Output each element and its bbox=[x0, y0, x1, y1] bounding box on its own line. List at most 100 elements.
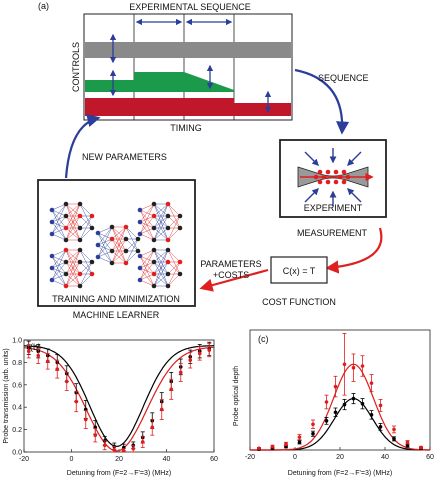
data-point bbox=[351, 365, 356, 370]
y-tick-label: 0.2 bbox=[12, 427, 22, 434]
network-node bbox=[135, 248, 141, 254]
network-node bbox=[123, 236, 129, 242]
network-node bbox=[165, 213, 171, 219]
data-point bbox=[360, 364, 365, 368]
x-tick-label: 20 bbox=[336, 454, 344, 461]
cost-function-text: C(x) = T bbox=[283, 266, 316, 276]
network-node bbox=[89, 213, 95, 219]
network-node bbox=[63, 247, 69, 253]
x-tick-label: -20 bbox=[245, 454, 255, 461]
network-node bbox=[63, 237, 69, 243]
data-point bbox=[419, 445, 423, 450]
measurement-arrow bbox=[325, 227, 383, 274]
data-point bbox=[45, 359, 50, 364]
network-node bbox=[151, 237, 157, 243]
network-node bbox=[63, 259, 69, 265]
chart-b-ylabel: Probe transmission (arb. units) bbox=[3, 348, 10, 443]
red-control-band bbox=[85, 98, 291, 116]
network-node bbox=[63, 283, 69, 289]
network-node bbox=[165, 201, 171, 207]
data-point bbox=[55, 367, 60, 371]
data-point bbox=[369, 381, 374, 385]
network-node bbox=[63, 225, 69, 231]
data-point bbox=[26, 349, 31, 354]
network-node bbox=[177, 213, 183, 219]
network-node bbox=[165, 247, 171, 253]
data-point bbox=[102, 443, 107, 448]
data-point bbox=[342, 402, 347, 407]
data-point bbox=[405, 443, 410, 448]
network-node bbox=[109, 248, 115, 254]
data-point bbox=[93, 433, 98, 438]
experimental-sequence-diagram bbox=[83, 13, 293, 121]
sequence-arrow bbox=[294, 68, 350, 135]
network-node bbox=[177, 271, 183, 277]
data-point bbox=[197, 351, 202, 356]
data-point bbox=[297, 435, 302, 439]
x-tick-label: 0 bbox=[293, 454, 297, 461]
network-node bbox=[77, 225, 83, 231]
data-point bbox=[140, 440, 145, 444]
x-tick-label: 40 bbox=[381, 454, 389, 461]
parameters-label: PARAMETERS bbox=[200, 259, 261, 269]
network-node bbox=[89, 271, 95, 277]
chart-b-xlabel: Detuning from (F=2→F'=3) (MHz) bbox=[67, 470, 171, 477]
new-parameters-label: NEW PARAMETERS bbox=[82, 152, 167, 162]
data-point bbox=[324, 419, 329, 423]
network-node bbox=[137, 253, 143, 259]
network-node bbox=[151, 225, 157, 231]
neural-network-icons bbox=[49, 201, 183, 289]
data-point bbox=[342, 362, 347, 367]
training-label: TRAINING AND MINIMIZATION bbox=[52, 294, 180, 304]
measurement-label: MEASUREMENT bbox=[297, 228, 368, 238]
y-tick-label: 0.0 bbox=[12, 450, 22, 457]
network-node bbox=[77, 271, 83, 277]
costs-label: +COSTS bbox=[213, 270, 249, 280]
data-point bbox=[270, 444, 275, 449]
machine-learner-box bbox=[37, 179, 196, 307]
network-node bbox=[177, 225, 183, 231]
network-node bbox=[49, 253, 55, 259]
network-node bbox=[137, 231, 143, 237]
data-point bbox=[351, 396, 356, 401]
data-point bbox=[311, 431, 315, 436]
y-tick-label: 1.0 bbox=[12, 338, 22, 345]
sequence-label: SEQUENCE bbox=[318, 73, 369, 83]
network-node bbox=[95, 254, 101, 260]
data-point bbox=[311, 422, 315, 427]
data-point bbox=[324, 400, 329, 404]
fit-curve bbox=[23, 346, 214, 452]
network-node bbox=[137, 277, 143, 283]
network-node bbox=[123, 260, 129, 266]
network-node bbox=[63, 213, 69, 219]
data-point bbox=[188, 358, 193, 362]
data-point bbox=[159, 407, 164, 412]
y-tick-label: 0.6 bbox=[12, 382, 22, 389]
data-point bbox=[64, 379, 69, 384]
network-node bbox=[89, 225, 95, 231]
fit-curve bbox=[250, 397, 430, 451]
new-parameters-arrow bbox=[64, 114, 101, 179]
network-node bbox=[151, 283, 157, 289]
fit-curve bbox=[23, 345, 214, 448]
data-point bbox=[74, 399, 79, 404]
data-point bbox=[369, 413, 374, 417]
network-node bbox=[63, 201, 69, 207]
network-node bbox=[165, 237, 171, 243]
network-node bbox=[77, 237, 83, 243]
data-point bbox=[150, 425, 155, 430]
data-point bbox=[360, 401, 365, 406]
data-point bbox=[284, 442, 288, 446]
network-node bbox=[123, 224, 129, 230]
parameters-arrow bbox=[199, 268, 269, 292]
data-point bbox=[392, 427, 396, 432]
fit-curve bbox=[250, 363, 430, 451]
controls-label: CONTROLS bbox=[71, 42, 81, 92]
cost-function-label: COST FUNCTION bbox=[262, 297, 336, 307]
data-point bbox=[112, 447, 117, 452]
network-node bbox=[135, 236, 141, 242]
chart-c-xlabel: Detuning from (F=2→F'=3) (MHz) bbox=[288, 470, 392, 477]
data-point bbox=[378, 425, 383, 429]
